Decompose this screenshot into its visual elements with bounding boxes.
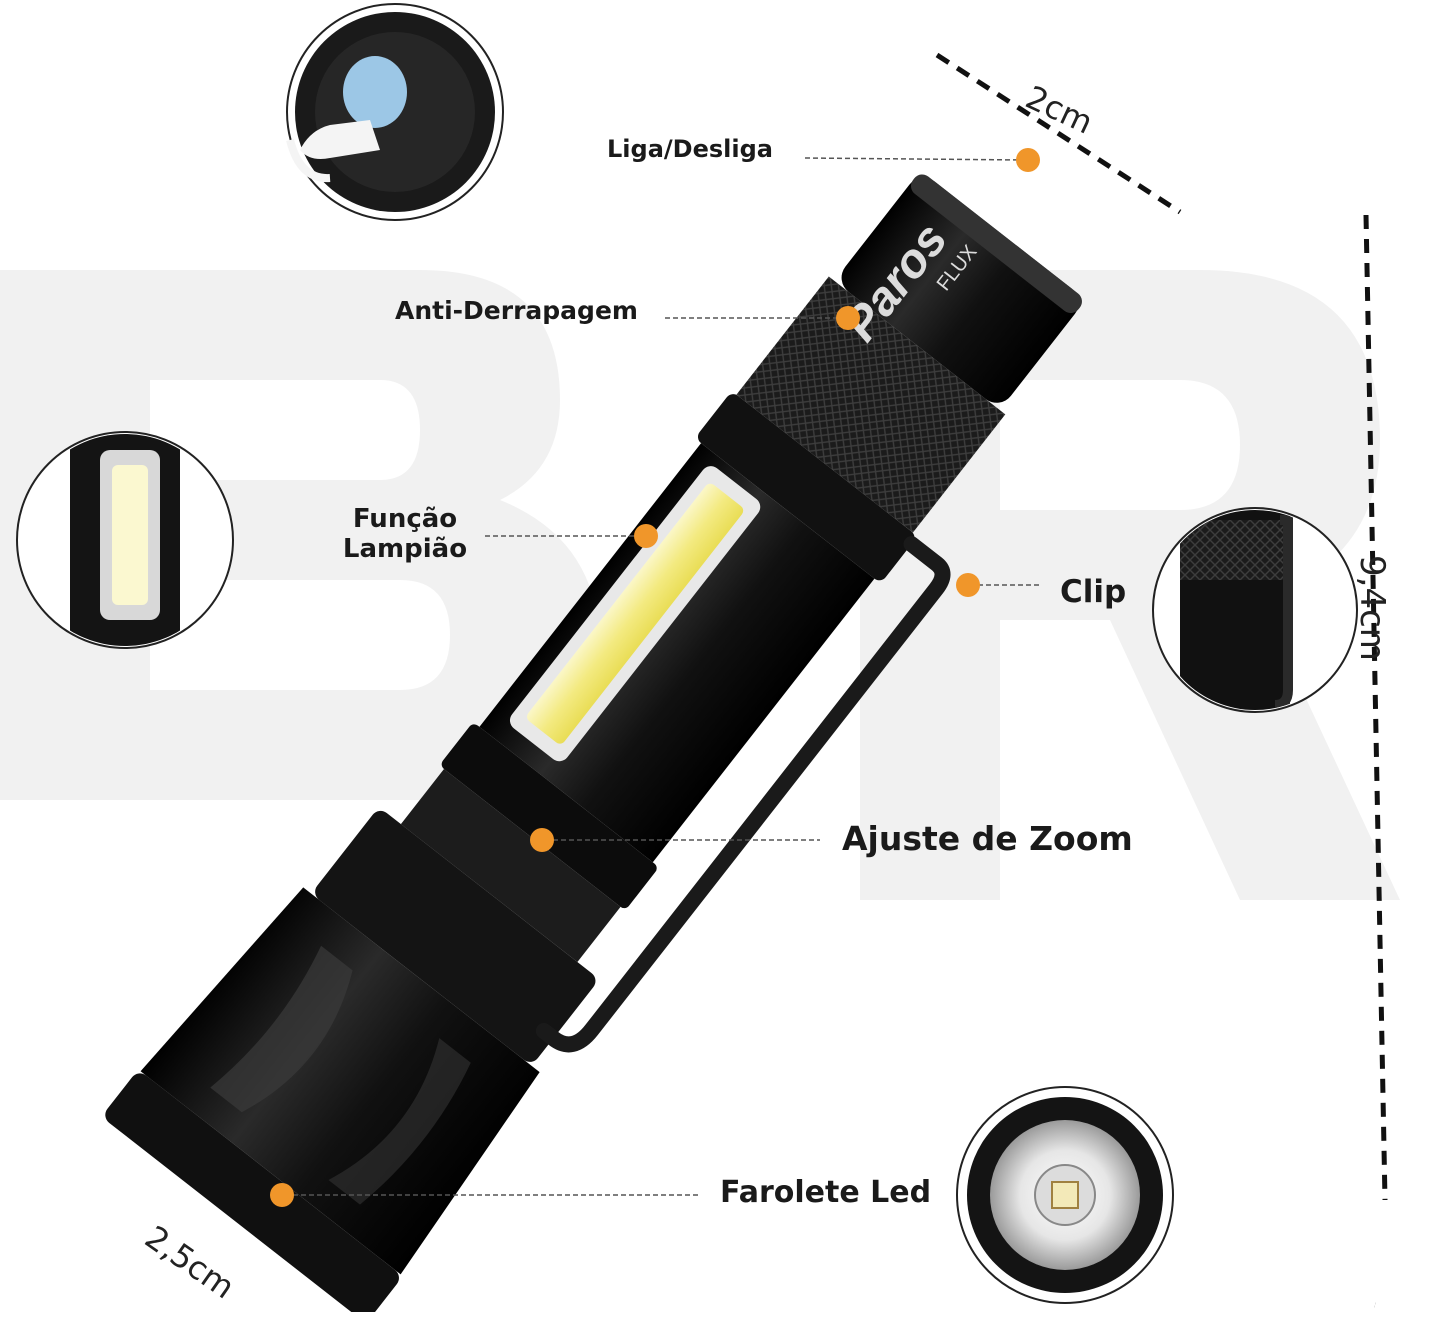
marker-liga: [1016, 148, 1040, 172]
label-led-headlamp: Farolete Led: [720, 1175, 932, 1210]
dimension-length: 9,4cm: [1352, 555, 1392, 661]
marker-farolete: [270, 1183, 294, 1207]
clip-ring: [698, 394, 915, 581]
main-tube: [479, 443, 875, 863]
bezel: [105, 1073, 399, 1317]
marker-zoom: [530, 828, 554, 852]
label-on-off: Liga/Desliga: [607, 135, 773, 163]
marker-anti: [836, 306, 860, 330]
zoom-collar: [315, 810, 596, 1062]
tail-cap: [841, 177, 1079, 403]
label-anti-slip: Anti-Derrapagem: [395, 296, 638, 325]
knurled-grip: [736, 276, 1006, 533]
inset-usb-port: [286, 3, 504, 221]
dimension-line-top: [935, 52, 1182, 215]
markers: [270, 148, 1040, 1207]
flashlight: Paros FLUX: [105, 174, 1082, 1317]
marker-funcao: [634, 524, 658, 548]
label-zoom: Ajuste de Zoom: [842, 819, 1133, 858]
label-clip: Clip: [1060, 574, 1127, 610]
label-lantern-function: Função Lampião: [320, 504, 490, 565]
marker-clip: [956, 573, 980, 597]
cob-led: [527, 483, 744, 744]
label-lantern-line1: Função: [352, 504, 458, 534]
pocket-clip: [535, 536, 951, 1053]
inset-cob-light: [16, 431, 234, 649]
head: [140, 887, 540, 1275]
dimension-line-length: [1363, 214, 1388, 1201]
leader-lines: [285, 157, 1040, 1196]
inset-clip: [1152, 507, 1358, 713]
label-lantern-line2: Lampião: [342, 533, 468, 564]
inset-led-head: [956, 1086, 1174, 1304]
